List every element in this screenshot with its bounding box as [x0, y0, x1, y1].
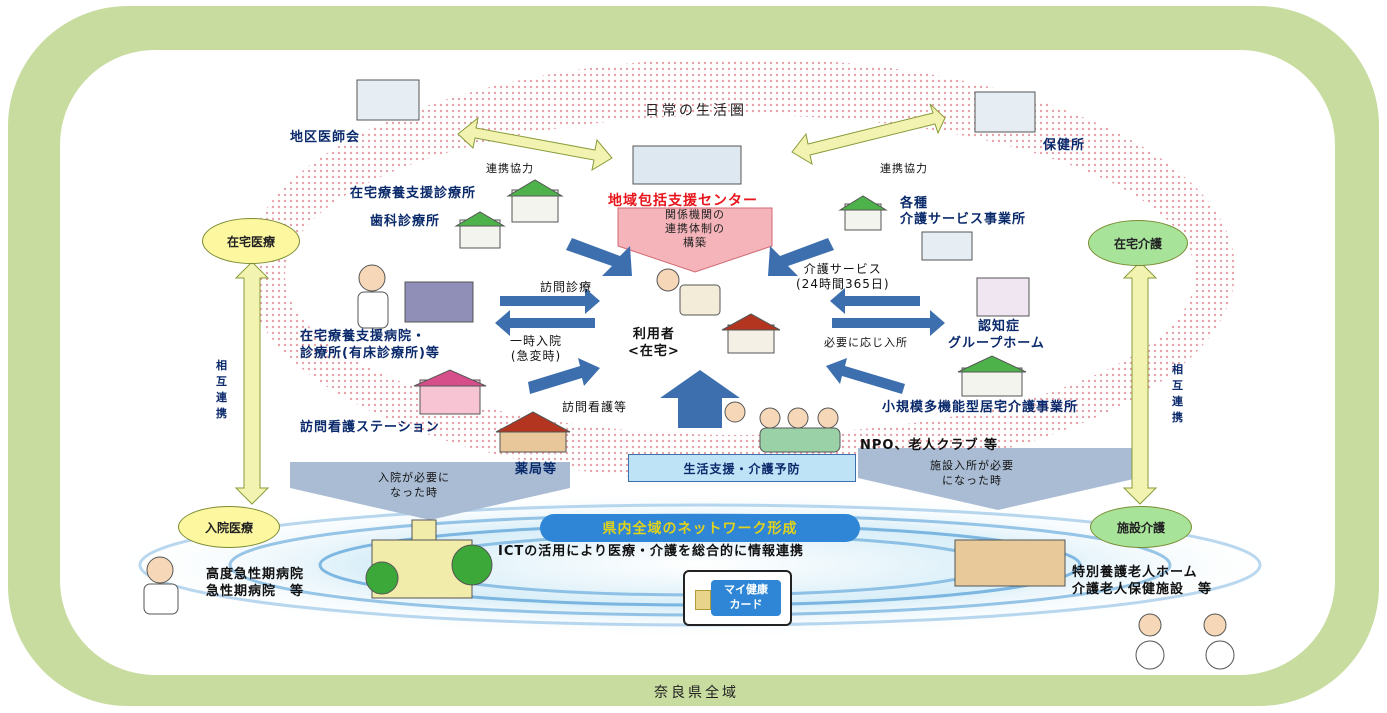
need-admission-label: 入院が必要に なった時 — [378, 471, 450, 499]
npo-label: NPO、老人クラブ 等 — [860, 438, 998, 453]
visit-nursing-label: 訪問看護等 — [562, 400, 628, 414]
arrow-from-care-services — [768, 238, 834, 276]
building-health-center — [974, 91, 1036, 133]
health-center-label: 保健所 — [1043, 138, 1086, 153]
center-down-arrow — [617, 207, 773, 273]
nursing-facilities-label: 特別養護老人ホーム 介護老人保健施設 等 — [1072, 565, 1213, 597]
center-title: 地域包括支援センター — [608, 193, 758, 209]
care-service-label: 介護サービス (24時間365日) — [796, 262, 890, 291]
home-care-oval: 在宅介護 — [1088, 220, 1188, 266]
health-card: マイ健康 カード — [683, 570, 792, 626]
dementia-home-label: 認知症 グループホーム — [948, 319, 1045, 351]
building-home-hospital — [404, 281, 474, 323]
home-clinic-label: 在宅療養支援診療所 — [350, 186, 477, 201]
arrow-visit-nursing — [528, 358, 600, 394]
mutual-right-label: 相 互 連 携 — [1172, 363, 1184, 424]
living-sphere-title: 日常の生活圏 — [645, 103, 747, 119]
patient-figure — [656, 268, 680, 292]
visiting-nurse-label: 訪問看護ステーション — [300, 420, 440, 435]
card-label: マイ健康 カード — [711, 580, 781, 616]
right-coop-arrow — [791, 103, 946, 166]
network-banner-bg — [540, 514, 860, 542]
building-center — [632, 145, 742, 185]
building-nursing-facility — [954, 539, 1066, 587]
as-needed-label: 必要に応じ入所 — [824, 336, 908, 349]
care-services-label: 各種 介護サービス事業所 — [900, 196, 1027, 227]
arrow-small-multi — [826, 358, 905, 394]
left-mutual-arrow — [234, 261, 270, 505]
arrow-care-service — [830, 288, 920, 314]
acute-hospitals-label: 高度急性期病院 急性期病院 等 — [206, 567, 305, 599]
mutual-left-label: 相 互 連 携 — [216, 359, 228, 420]
elder-group-figure — [724, 401, 746, 423]
support-box: 生活支援・介護予防 — [628, 454, 856, 482]
hospital-doctor-figure — [146, 556, 174, 584]
building-small-multi — [961, 367, 1023, 397]
building-district-doctors — [356, 79, 420, 121]
home-medical-oval: 在宅医療 — [202, 218, 300, 264]
home-visit-label: 訪問診療 — [540, 280, 593, 294]
pharmacy-label: 薬局等 — [515, 462, 558, 477]
support-up-arrow — [660, 370, 740, 428]
network-subtitle: ICTの活用により医療・介護を総合的に情報連携 — [498, 544, 804, 559]
doctor-figure — [358, 264, 386, 292]
facility-down-arrow — [858, 448, 1138, 510]
left-coop-arrow — [457, 116, 613, 172]
arrow-from-clinics — [566, 238, 632, 276]
right-mutual-arrow — [1122, 261, 1158, 505]
dental-clinic-label: 歯科診療所 — [370, 214, 441, 229]
center-note: 関係機関の 連携体制の 構築 — [665, 208, 725, 249]
small-multi-label: 小規模多機能型居宅介護事業所 — [882, 400, 1079, 415]
facility-care-oval: 施設介護 — [1090, 506, 1192, 548]
coop-right-label: 連携協力 — [880, 162, 928, 175]
arrow-home-visit — [500, 288, 600, 314]
region-title: 奈良県全域 — [654, 685, 739, 701]
arrow-temp-admission — [495, 310, 595, 336]
home-hospital-label: 在宅療養支援病院・ 診療所(有床診療所)等 — [300, 329, 440, 361]
temp-admission-label: 一時入院 (急変時) — [510, 334, 563, 363]
need-facility-label: 施設入所が必要 になった時 — [930, 459, 1014, 487]
district-doctors-label: 地区医師会 — [290, 130, 361, 145]
coop-left-label: 連携協力 — [486, 162, 534, 175]
arrow-as-needed — [832, 310, 945, 336]
building-pharmacy — [499, 429, 567, 453]
network-title: 県内全域のネットワーク形成 — [602, 521, 798, 537]
inpatient-oval: 入院医療 — [178, 506, 280, 548]
user-label: 利用者 <在宅> — [628, 327, 680, 359]
admission-down-arrow — [290, 462, 570, 520]
card-chip-icon — [695, 590, 711, 610]
wheelchair-figure — [1138, 613, 1162, 637]
building-dementia-home — [976, 277, 1030, 317]
